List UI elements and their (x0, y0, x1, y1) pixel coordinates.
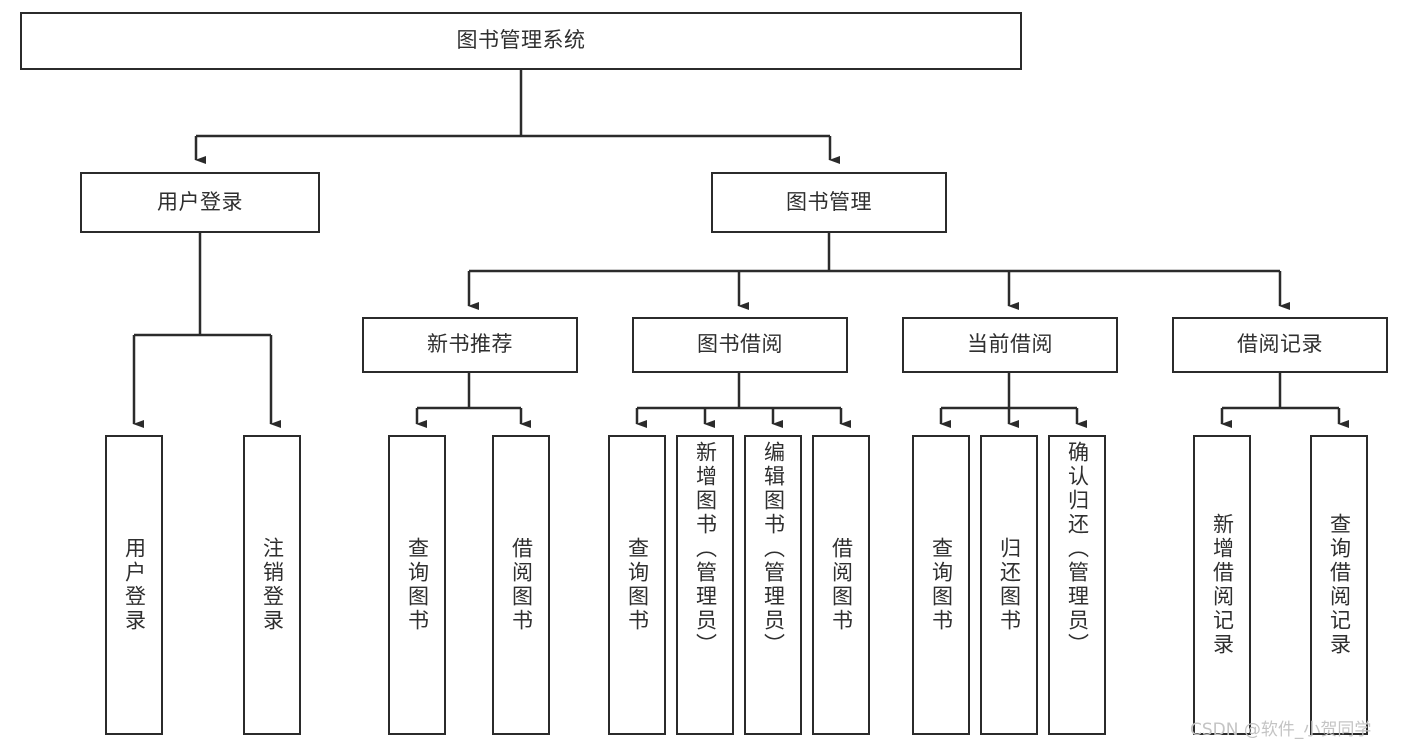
node-book-borrowing[interactable]: 图书借阅 (632, 317, 848, 373)
leaf-edit-book-admin[interactable]: 编辑图书（管理员） (744, 435, 802, 735)
leaf-label: 查询借阅记录 (1327, 513, 1352, 657)
node-label: 图书借阅 (697, 332, 783, 357)
leaf-user-login[interactable]: 用户登录 (105, 435, 163, 735)
leaf-label: 归还图书 (997, 537, 1022, 633)
node-user-login[interactable]: 用户登录 (80, 172, 320, 233)
node-current-borrowing[interactable]: 当前借阅 (902, 317, 1118, 373)
leaf-query-borrow-record[interactable]: 查询借阅记录 (1310, 435, 1368, 735)
connectors-new-book (415, 373, 531, 428)
leaf-label: 新增图书（管理员） (693, 441, 718, 657)
leaf-label: 确认归还（管理员） (1065, 441, 1090, 657)
leaf-add-borrow-record[interactable]: 新增借阅记录 (1193, 435, 1251, 735)
leaf-logout[interactable]: 注销登录 (243, 435, 301, 735)
leaf-label: 编辑图书（管理员） (761, 441, 786, 657)
leaf-label: 借阅图书 (509, 537, 534, 633)
leaf-label: 查询图书 (625, 537, 650, 633)
connectors-user-login (132, 233, 281, 428)
leaf-borrow-book-newbook[interactable]: 借阅图书 (492, 435, 550, 735)
node-label: 图书管理系统 (456, 28, 586, 53)
node-label: 借阅记录 (1237, 332, 1323, 357)
connectors-book-mgmt (467, 233, 1290, 310)
node-label: 用户登录 (157, 189, 243, 214)
node-book-management[interactable]: 图书管理 (711, 172, 947, 233)
node-label: 当前借阅 (967, 332, 1053, 357)
leaf-query-book-current[interactable]: 查询图书 (912, 435, 970, 735)
leaf-query-book-newbook[interactable]: 查询图书 (388, 435, 446, 735)
node-new-book-recommendation[interactable]: 新书推荐 (362, 317, 578, 373)
connectors-borrow-book (635, 373, 851, 428)
leaf-borrow-book[interactable]: 借阅图书 (812, 435, 870, 735)
connectors-borrow-record (1220, 373, 1349, 428)
leaf-confirm-return-admin[interactable]: 确认归还（管理员） (1048, 435, 1106, 735)
node-root-book-management-system[interactable]: 图书管理系统 (20, 12, 1022, 70)
leaf-return-book[interactable]: 归还图书 (980, 435, 1038, 735)
node-borrowing-record[interactable]: 借阅记录 (1172, 317, 1388, 373)
leaf-label: 查询图书 (405, 537, 430, 633)
connectors-root (194, 70, 840, 164)
leaf-query-book-borrow[interactable]: 查询图书 (608, 435, 666, 735)
connectors-current-borrow (939, 373, 1087, 428)
leaf-label: 注销登录 (260, 537, 285, 633)
leaf-label: 借阅图书 (829, 537, 854, 633)
node-label: 图书管理 (786, 189, 872, 214)
leaf-label: 查询图书 (929, 537, 954, 633)
leaf-add-book-admin[interactable]: 新增图书（管理员） (676, 435, 734, 735)
leaf-label: 新增借阅记录 (1210, 513, 1235, 657)
node-label: 新书推荐 (427, 332, 513, 357)
leaf-label: 用户登录 (122, 537, 147, 633)
